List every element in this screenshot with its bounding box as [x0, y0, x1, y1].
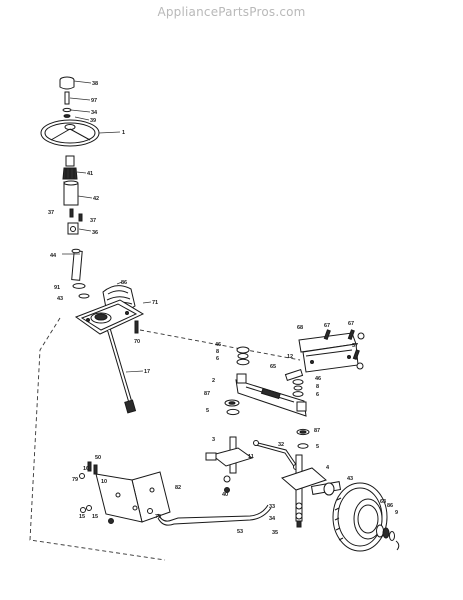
callout-34: 34: [91, 110, 98, 116]
bracket-hardware: [79, 461, 153, 524]
callout-40: 40: [222, 492, 228, 498]
axle-mounting-bracket: [298, 332, 359, 373]
callout-57: 57: [352, 343, 358, 349]
callout-44: 44: [50, 253, 57, 259]
reference-line-left: [29, 317, 166, 561]
shaft-washers: [72, 283, 90, 299]
callout-67-b: 67: [348, 321, 354, 327]
housing-bolt: [134, 320, 139, 334]
right-spindle: [281, 454, 327, 528]
callout-68: 68: [297, 325, 303, 331]
callout-6-left: 6: [216, 356, 219, 362]
callout-87-left: 87: [204, 391, 210, 397]
callout-43-upper: 43: [57, 296, 63, 302]
callout-34-lower: 34: [269, 516, 276, 522]
callout-91: 91: [54, 285, 60, 291]
callout-32: 32: [278, 442, 284, 448]
steering-support-bracket: [95, 471, 171, 523]
callout-2: 2: [212, 378, 215, 384]
callout-4: 4: [326, 465, 330, 471]
watermark-text: AppliancePartsPros.com: [157, 5, 306, 19]
callout-50: 50: [95, 455, 101, 461]
callout-36: 36: [92, 230, 98, 236]
tie-rod: [253, 440, 299, 470]
drag-link-rod: [107, 329, 137, 414]
callout-86-upper: 86: [121, 280, 127, 286]
steering-cap: [59, 76, 75, 90]
callout-12: 12: [287, 354, 293, 360]
front-axle: [235, 373, 307, 417]
callout-70: 70: [134, 339, 140, 345]
callout-16: 16: [83, 466, 89, 472]
callout-67-a: 67: [324, 323, 330, 329]
callout-46-left: 46: [215, 342, 221, 348]
callout-leaders: [62, 80, 152, 373]
callout-5-left: 5: [206, 408, 209, 414]
drag-link: [157, 504, 272, 526]
steering-shaft-upper: [71, 248, 83, 281]
hub-washers: [376, 524, 400, 551]
callout-79-upper: 79: [72, 477, 78, 483]
callout-17: 17: [144, 369, 150, 375]
callout-42: 42: [93, 196, 99, 202]
callout-35: 35: [272, 530, 278, 536]
callout-46-right: 46: [315, 376, 321, 382]
pivot-bushings: [236, 346, 304, 397]
callout-6-right: 6: [316, 392, 319, 398]
callout-8-right: 8: [316, 384, 319, 390]
callout-15-left: 15: [79, 514, 85, 520]
universal-joint: [67, 222, 79, 235]
reference-line-upper: [139, 329, 301, 361]
callout-11: 11: [248, 454, 254, 460]
left-spindle: [205, 436, 254, 493]
callout-10: 10: [101, 479, 107, 485]
callout-71: 71: [152, 300, 158, 306]
axle-washers: [224, 399, 310, 449]
column-sleeve: [63, 180, 79, 206]
front-wheel: [332, 482, 388, 552]
spline-adapter: [62, 155, 78, 180]
callout-97: 97: [91, 98, 97, 104]
callout-43-lower: 43: [347, 476, 353, 482]
callout-63: 63: [380, 499, 386, 505]
callout-37-left: 37: [48, 210, 54, 216]
callout-65: 65: [270, 364, 276, 370]
callout-79-lower: 79: [155, 514, 161, 520]
spindle-shaft: [310, 481, 342, 496]
callout-37-right: 37: [90, 218, 96, 224]
callout-86-lower: 86: [387, 503, 393, 509]
callout-53: 53: [237, 529, 243, 535]
column-bolts: [69, 208, 83, 222]
bracket-bolts: [323, 329, 365, 370]
callout-82: 82: [175, 485, 181, 491]
callout-33: 33: [269, 504, 275, 510]
callout-3: 3: [212, 437, 215, 443]
callout-39: 39: [90, 118, 96, 124]
callout-5-right: 5: [316, 444, 319, 450]
callout-15-right: 15: [92, 514, 98, 520]
callout-labels: 38 97 34 39 1 41 42 37 37 36 44 91 43 86…: [48, 81, 398, 536]
callout-9: 9: [395, 510, 398, 516]
callout-8-left: 8: [216, 349, 219, 355]
spacer-sleeve: [284, 369, 304, 381]
callout-87-right: 87: [314, 428, 320, 434]
gear-housing-plate: [74, 299, 145, 335]
callout-41: 41: [87, 171, 93, 177]
steering-bolt: [62, 91, 72, 118]
callout-1: 1: [122, 130, 125, 136]
steering-wheel: [40, 119, 100, 147]
callout-38: 38: [92, 81, 98, 87]
